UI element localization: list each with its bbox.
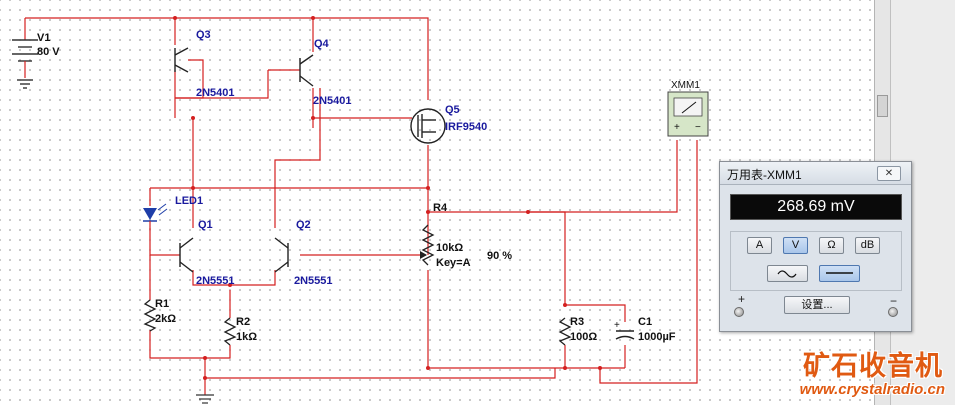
r1-value-label: 2kΩ [155, 313, 176, 325]
plus-terminal[interactable] [734, 307, 744, 317]
r4-value-label: 10kΩ [436, 242, 463, 254]
minus-terminal-label: − [890, 294, 898, 308]
q4-model-label: 2N5401 [313, 95, 352, 107]
mode-ammeter-button[interactable]: A [747, 237, 772, 254]
ac-wave-button[interactable] [767, 265, 808, 282]
multimeter-title: 万用表-XMM1 [727, 168, 802, 182]
transistor-q3-symbol[interactable] [174, 47, 189, 73]
q5-name-label: Q5 [445, 104, 460, 116]
r1-name-label: R1 [155, 298, 169, 310]
ground-icon [196, 394, 214, 404]
transistor-q4-symbol[interactable] [299, 54, 314, 87]
settings-button[interactable]: 设置... [784, 296, 850, 314]
junctions [173, 16, 602, 380]
multimeter-controls-group: A V Ω dB [730, 231, 902, 291]
q3-model-label: 2N5401 [196, 87, 235, 99]
q1-name-label: Q1 [198, 219, 213, 231]
q1-model-label: 2N5551 [196, 275, 235, 287]
led1-symbol[interactable] [143, 203, 168, 230]
minus-terminal[interactable] [888, 307, 898, 317]
resistor-r2-symbol[interactable] [223, 317, 237, 346]
svg-text:−: − [695, 122, 701, 133]
dc-line-icon [826, 272, 853, 274]
r3-name-label: R3 [570, 316, 584, 328]
q2-name-label: Q2 [296, 219, 311, 231]
v1-value-label: 80 V [37, 46, 60, 58]
q5-model-label: IRF9540 [445, 121, 487, 133]
mosfet-q5-symbol[interactable] [410, 108, 446, 144]
close-button[interactable]: ✕ [877, 166, 901, 181]
c1-value-label: 1000µF [638, 331, 676, 343]
led1-name-label: LED1 [175, 195, 203, 207]
xmm1-name-label: XMM1 [671, 80, 700, 91]
resistor-r1-symbol[interactable] [143, 299, 157, 332]
r2-name-label: R2 [236, 316, 250, 328]
r4-percent-label: 90 % [487, 250, 512, 262]
r4-key-label: Key=A [436, 257, 471, 269]
multimeter-titlebar[interactable]: 万用表-XMM1 ✕ [720, 162, 911, 185]
transistor-q1-symbol[interactable] [179, 237, 194, 273]
c1-name-label: C1 [638, 316, 652, 328]
resistor-r3-symbol[interactable] [558, 317, 572, 346]
svg-text:+: + [674, 122, 680, 133]
multimeter-window[interactable]: 万用表-XMM1 ✕ 268.69 mV A V Ω dB + − 设置... [719, 161, 912, 332]
q3-name-label: Q3 [196, 29, 211, 41]
r3-value-label: 100Ω [570, 331, 597, 343]
battery-v1-symbol[interactable] [12, 39, 38, 89]
wiper-arrow-icon [420, 251, 427, 259]
potentiometer-r4-symbol[interactable] [421, 224, 435, 266]
mode-voltmeter-button[interactable]: V [783, 237, 808, 254]
v1-name-label: V1 [37, 32, 50, 44]
q4-name-label: Q4 [314, 38, 330, 50]
mode-ohmmeter-button[interactable]: Ω [819, 237, 844, 254]
transistor-q2-symbol[interactable] [274, 237, 289, 273]
multimeter-xmm1-symbol[interactable]: + − [667, 91, 709, 137]
schematic-diagram: + + − V1 80 V Q3 2N5401 Q4 2N5401 Q5 IRF… [12, 16, 709, 404]
r4-name-label: R4 [433, 202, 448, 214]
r2-value-label: 1kΩ [236, 331, 257, 343]
multimeter-reading-display: 268.69 mV [730, 194, 902, 220]
plus-terminal-label: + [738, 292, 746, 306]
q2-model-label: 2N5551 [294, 275, 333, 287]
watermark-url: www.crystalradio.cn [799, 381, 945, 398]
capacitor-c1-symbol[interactable] [615, 330, 635, 340]
sine-wave-icon [777, 270, 797, 278]
dc-button[interactable] [819, 265, 860, 282]
scrollbar-thumb[interactable] [877, 95, 888, 117]
watermark-title: 矿石收音机 [803, 351, 943, 381]
capacitor-plus-icon: + [614, 320, 620, 331]
mode-decibel-button[interactable]: dB [855, 237, 880, 254]
watermark: 矿石收音机 www.crystalradio.cn [786, 344, 951, 402]
